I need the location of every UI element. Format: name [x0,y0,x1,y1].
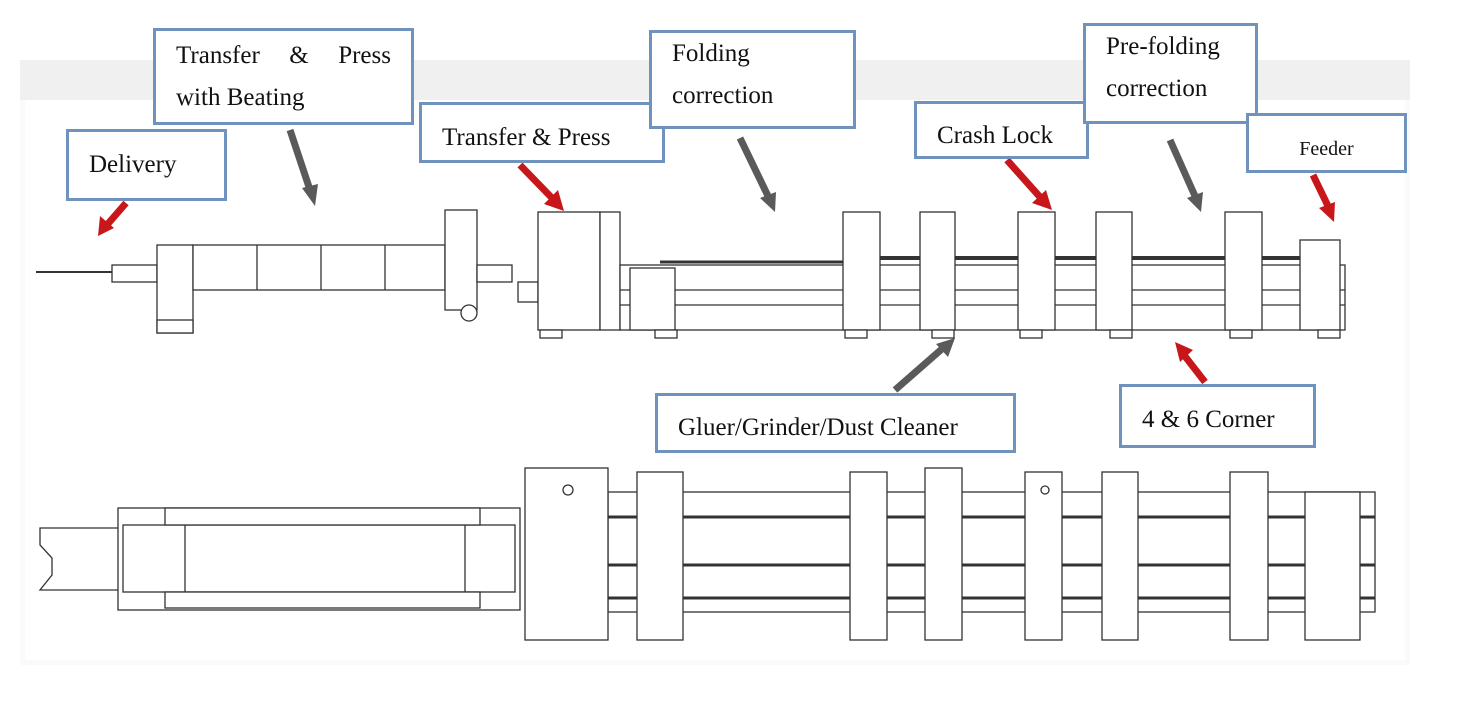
label-text: Crash Lock [937,122,1053,149]
gluer-arrow [892,345,946,393]
label-text: Press [338,42,391,69]
beating-arrow [286,128,314,192]
crash-lock-arrow [1004,157,1043,200]
label-transfer-press-beating: Transfer & Press with Beating [153,28,414,125]
label-text: 4 & 6 Corner [1142,406,1275,433]
feeder-arrow [1309,173,1332,208]
label-text: Feeder [1299,138,1354,160]
delivery-arrow [103,200,129,229]
feet [539,329,1341,339]
label-text: correction [672,82,774,109]
transfer-press-arrow [517,162,555,201]
corner-arrow [1181,352,1208,385]
label-folding-correction: Folding correction [649,30,856,129]
label-text: Folding [672,40,750,67]
label-text: Transfer [176,42,260,69]
prefold-arrow [1166,138,1199,198]
label-text: Gluer/Grinder/Dust Cleaner [678,414,958,441]
top-view [38,467,1376,641]
label-text: & [289,42,309,69]
side-view [36,209,1346,339]
label-corner: 4 & 6 Corner [1119,384,1316,448]
label-delivery: Delivery [66,129,227,201]
label-feeder: Feeder [1246,113,1407,173]
label-crash-lock: Crash Lock [914,101,1089,159]
folding-arrow [736,136,772,198]
label-text: correction [1106,75,1208,102]
label-text: Delivery [89,151,177,178]
label-gluer: Gluer/Grinder/Dust Cleaner [655,393,1016,453]
label-text: Transfer & Press [442,124,611,151]
label-transfer-press: Transfer & Press [419,102,665,163]
label-text: with Beating [176,84,305,111]
label-pre-folding-correction: Pre-folding correction [1083,23,1258,124]
callout-arrows [98,128,1335,393]
label-text: Pre-folding [1106,33,1220,60]
